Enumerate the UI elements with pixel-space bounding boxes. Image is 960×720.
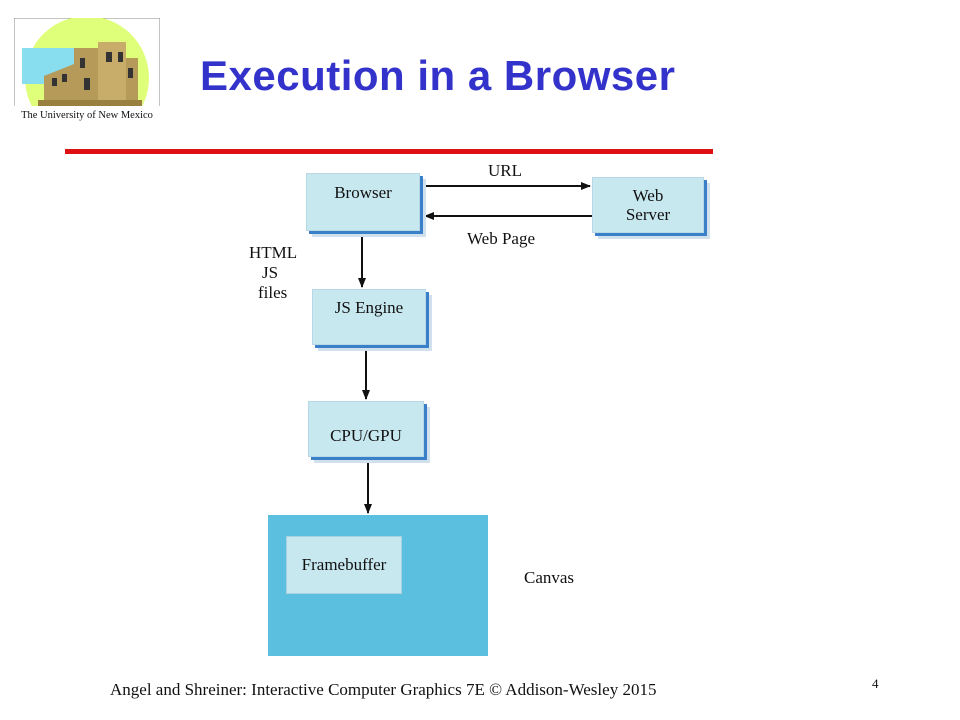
- footer-credit: Angel and Shreiner: Interactive Computer…: [110, 680, 657, 699]
- logo-caption: The University of New Mexico: [21, 110, 153, 121]
- canvas-label: Canvas: [524, 568, 575, 587]
- files-label-line2: JS: [262, 263, 279, 282]
- files-label-line1: HTML: [249, 243, 298, 262]
- page-number: 4: [872, 676, 879, 691]
- browser-label: Browser: [334, 182, 392, 202]
- web-server-box: Web Server: [592, 177, 704, 233]
- web-server-label-line1: Web: [632, 186, 664, 205]
- cpu-gpu-label: CPU/GPU: [330, 425, 402, 445]
- browser-box: Browser: [306, 173, 420, 231]
- files-label-line3: files: [258, 283, 288, 302]
- url-label: URL: [488, 161, 522, 180]
- framebuffer-box: Framebuffer: [286, 536, 402, 594]
- unm-logo: The University of New Mexico: [14, 18, 160, 130]
- title-underline: [65, 149, 713, 154]
- cpu-gpu-box: CPU/GPU: [308, 401, 424, 457]
- web-server-label-line2: Server: [625, 205, 671, 224]
- js-engine-label: JS Engine: [334, 297, 404, 317]
- web-page-label: Web Page: [467, 229, 536, 248]
- framebuffer-label: Framebuffer: [301, 555, 387, 574]
- js-engine-box: JS Engine: [312, 289, 426, 345]
- slide-title: Execution in a Browser: [200, 52, 676, 99]
